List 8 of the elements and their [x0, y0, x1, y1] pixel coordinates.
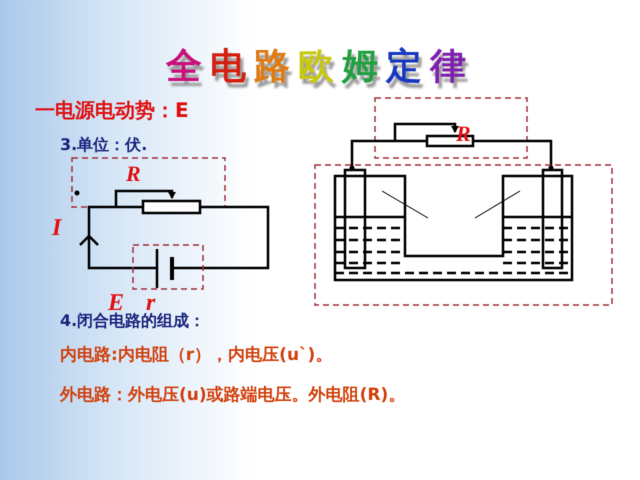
outer-circuit-text: 外电路：外电压(u)或路端电压。外电阻(R)。: [60, 387, 406, 404]
inner-circuit-text: 内电路:内电阻（r），内电压(u`)。: [60, 347, 332, 364]
title: 全电路欧姆定律: [164, 48, 475, 84]
section-text: 4.闭合电路的组成：: [60, 313, 206, 329]
resistor-label: R: [126, 163, 141, 185]
current-label: I: [52, 216, 62, 240]
unit-text: 3.单位：伏.: [60, 137, 148, 153]
heading-text: 一电源电动势：E: [35, 100, 189, 120]
